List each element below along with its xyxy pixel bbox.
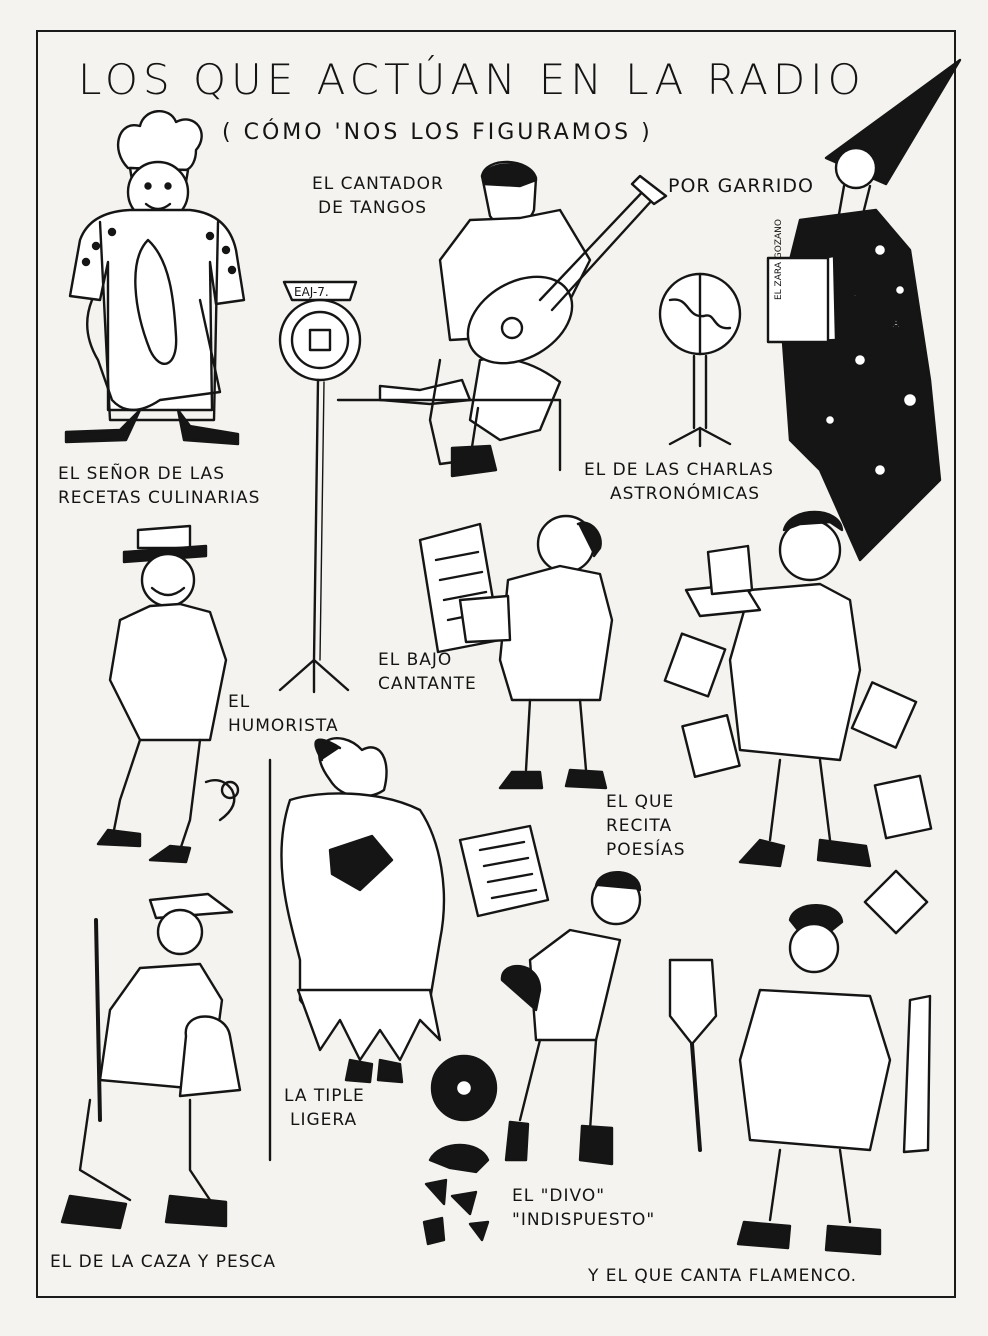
caption-chef: EL SEÑOR DE LAS RECETAS CULINARIAS — [58, 462, 260, 510]
caption-tango: EL CANTADOR DE TANGOS — [312, 172, 444, 220]
broken-record-icon — [424, 1145, 488, 1244]
caption-poet-line-2: RECITA — [606, 816, 673, 836]
caption-divo-line-1: EL "DIVO" — [512, 1186, 606, 1206]
caption-divo-line-2: "INDISPUESTO" — [512, 1210, 656, 1230]
caption-poet-line-3: POESÍAS — [606, 840, 686, 860]
soprano-figure-icon — [281, 738, 548, 1082]
caption-bass-line-1: EL BAJO — [378, 650, 453, 670]
microphone-icon — [280, 282, 360, 692]
hunter-figure-icon — [62, 760, 270, 1228]
caption-chef-line-2: RECETAS CULINARIAS — [58, 488, 261, 508]
caption-poet-line-1: EL QUE — [606, 792, 675, 812]
caption-bass-line-2: CANTANTE — [378, 674, 477, 694]
poet-figure-icon — [665, 512, 931, 933]
caption-humorist-line-1: EL — [228, 692, 251, 712]
caption-soprano: LA TIPLE LIGERA — [284, 1084, 365, 1132]
page-title: LOS QUE ACTÚAN EN LA RADIO — [78, 55, 866, 104]
flamenco-figure-icon — [670, 905, 930, 1254]
caption-divo: EL "DIVO" "INDISPUESTO" — [512, 1184, 655, 1232]
caption-soprano-line-1: LA TIPLE — [284, 1086, 365, 1106]
caption-chef-line-1: EL SEÑOR DE LAS — [58, 464, 225, 484]
caption-bass: EL BAJO CANTANTE — [378, 648, 477, 696]
caption-soprano-line-2: LIGERA — [290, 1110, 358, 1130]
caption-humorist-line-2: HUMORISTA — [228, 716, 339, 736]
caption-hunter: EL DE LA CAZA Y PESCA — [50, 1252, 276, 1272]
caption-tango-line-1: EL CANTADOR — [312, 174, 444, 194]
caption-humorist: EL HUMORISTA — [228, 690, 339, 738]
page-subtitle: ( CÓMO 'NOS LOS FIGURAMOS ) — [222, 120, 653, 145]
caption-tango-line-2: DE TANGOS — [318, 198, 427, 218]
chef-figure-icon — [66, 111, 244, 444]
humorist-figure-icon — [98, 526, 238, 862]
caption-astro-line-1: EL DE LAS CHARLAS — [584, 460, 774, 480]
microphone-tag: EAJ-7. — [294, 285, 329, 299]
divo-figure-icon — [502, 872, 640, 1164]
globe-icon — [660, 274, 740, 446]
bass-singer-figure-icon — [420, 516, 612, 788]
artist-byline: POR GARRIDO — [668, 175, 814, 197]
caption-astro-line-2: ASTRONÓMICAS — [610, 484, 761, 504]
wizard-book-title: EL ZARA GOZANO — [774, 219, 784, 300]
record-icon — [432, 1056, 496, 1120]
caption-poet: EL QUE RECITA POESÍAS — [606, 790, 686, 862]
page-frame — [36, 30, 956, 1298]
guitarist-figure-icon — [338, 162, 666, 476]
wizard-figure-icon — [768, 60, 960, 560]
caption-flamenco: Y EL QUE CANTA FLAMENCO. — [588, 1266, 858, 1286]
caption-astro: EL DE LAS CHARLAS ASTRONÓMICAS — [584, 458, 774, 506]
